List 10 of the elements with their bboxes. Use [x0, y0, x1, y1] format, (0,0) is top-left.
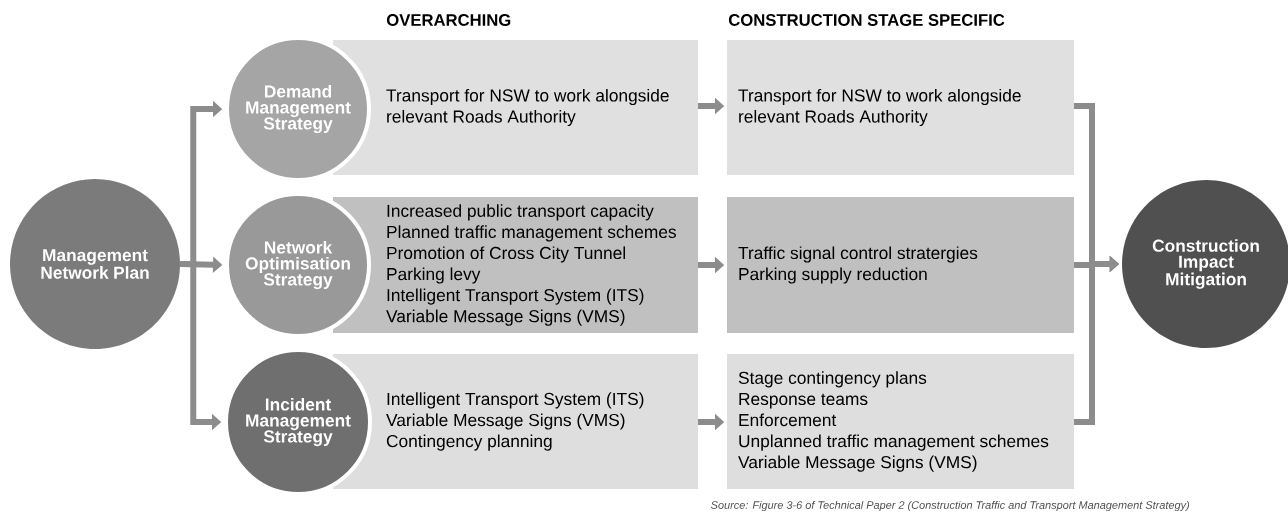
column-heading: CONSTRUCTION STAGE SPECIFIC [728, 14, 1005, 26]
column-heading: OVERARCHING [386, 14, 511, 26]
circle-node: Management Network Plan [10, 179, 180, 349]
source-caption: Source: Figure 3-6 of Technical Paper 2 (Construction Traffic and Transport Management Strategy) [711, 500, 1190, 512]
text-box: Traffic signal control stratergies Parking supply reduction [727, 197, 1074, 333]
text-box: Stage contingency plans Response teams Enforcement Unplanned traffic management schemes Variable Message Signs (VMS) [727, 354, 1074, 489]
circle-node: Incident Management Strategy [224, 348, 372, 496]
circle-node: Network Optimisation Strategy [225, 192, 371, 338]
circle-node: Demand Management Strategy [225, 36, 371, 182]
text-box: Transport for NSW to work alongside relevant Roads Authority [727, 40, 1074, 175]
